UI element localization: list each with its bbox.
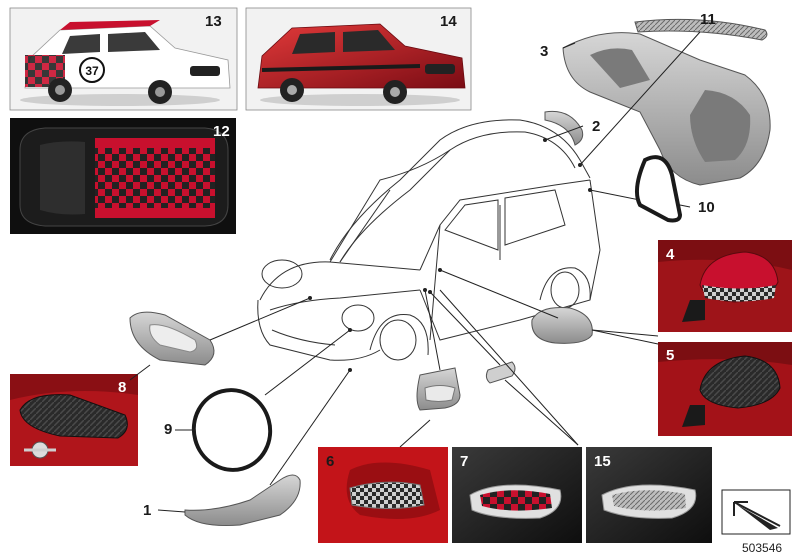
- leader-dots: [308, 138, 592, 372]
- photo-6-side-scuttle: 6: [318, 447, 448, 543]
- callout-7: 7: [460, 453, 468, 470]
- part-3-spoiler-insert: 3: [540, 32, 771, 186]
- photo-5-carbon-mirror: 5: [658, 342, 792, 436]
- part-mirror-cap: [531, 307, 593, 344]
- leader-lines: [129, 31, 701, 513]
- callout-5: 5: [666, 347, 674, 364]
- callout-15: 15: [594, 453, 611, 470]
- photo-8-bonnet-scoop: 8: [10, 374, 138, 466]
- callout-11: 11: [700, 11, 716, 28]
- part-11-spoiler-strip: 11: [634, 11, 768, 41]
- callout-9: 9: [164, 421, 172, 438]
- callout-10: 10: [698, 199, 715, 216]
- part-10-taillight-ring: 10: [634, 155, 715, 223]
- callout-12: 12: [213, 123, 230, 140]
- part-bonnet-scoop: [129, 311, 215, 366]
- part-side-indicator-cover: [485, 361, 516, 384]
- car13-racing-number: 37: [85, 64, 99, 78]
- photo-14-red-car: 14: [245, 7, 472, 111]
- callout-1: 1: [143, 502, 151, 519]
- callout-4: 4: [666, 246, 675, 263]
- main-car-outline: [257, 119, 601, 361]
- photo-13-white-car: 37 13: [9, 7, 238, 111]
- callout-3: 3: [540, 43, 548, 60]
- callout-2: 2: [592, 118, 600, 135]
- photo-4-red-mirror: 4: [658, 240, 792, 332]
- callout-8: 8: [118, 379, 126, 396]
- part-9-headlight-ring: 9: [164, 388, 273, 472]
- photo-15-side-scuttle: 15: [586, 447, 712, 543]
- callout-6: 6: [326, 453, 334, 470]
- callout-14: 14: [440, 13, 457, 30]
- part-side-indicator-frame: [416, 367, 461, 411]
- part-2-roof-trim: 2: [544, 110, 600, 146]
- document-number: 503546: [742, 541, 782, 555]
- photo-12-roof-top-view: 12: [10, 118, 236, 234]
- photo-7-side-scuttle: 7: [452, 447, 582, 543]
- callout-13: 13: [205, 13, 222, 30]
- part-1-front-splitter: 1: [143, 474, 301, 526]
- nav-arrow-icon[interactable]: [721, 489, 791, 535]
